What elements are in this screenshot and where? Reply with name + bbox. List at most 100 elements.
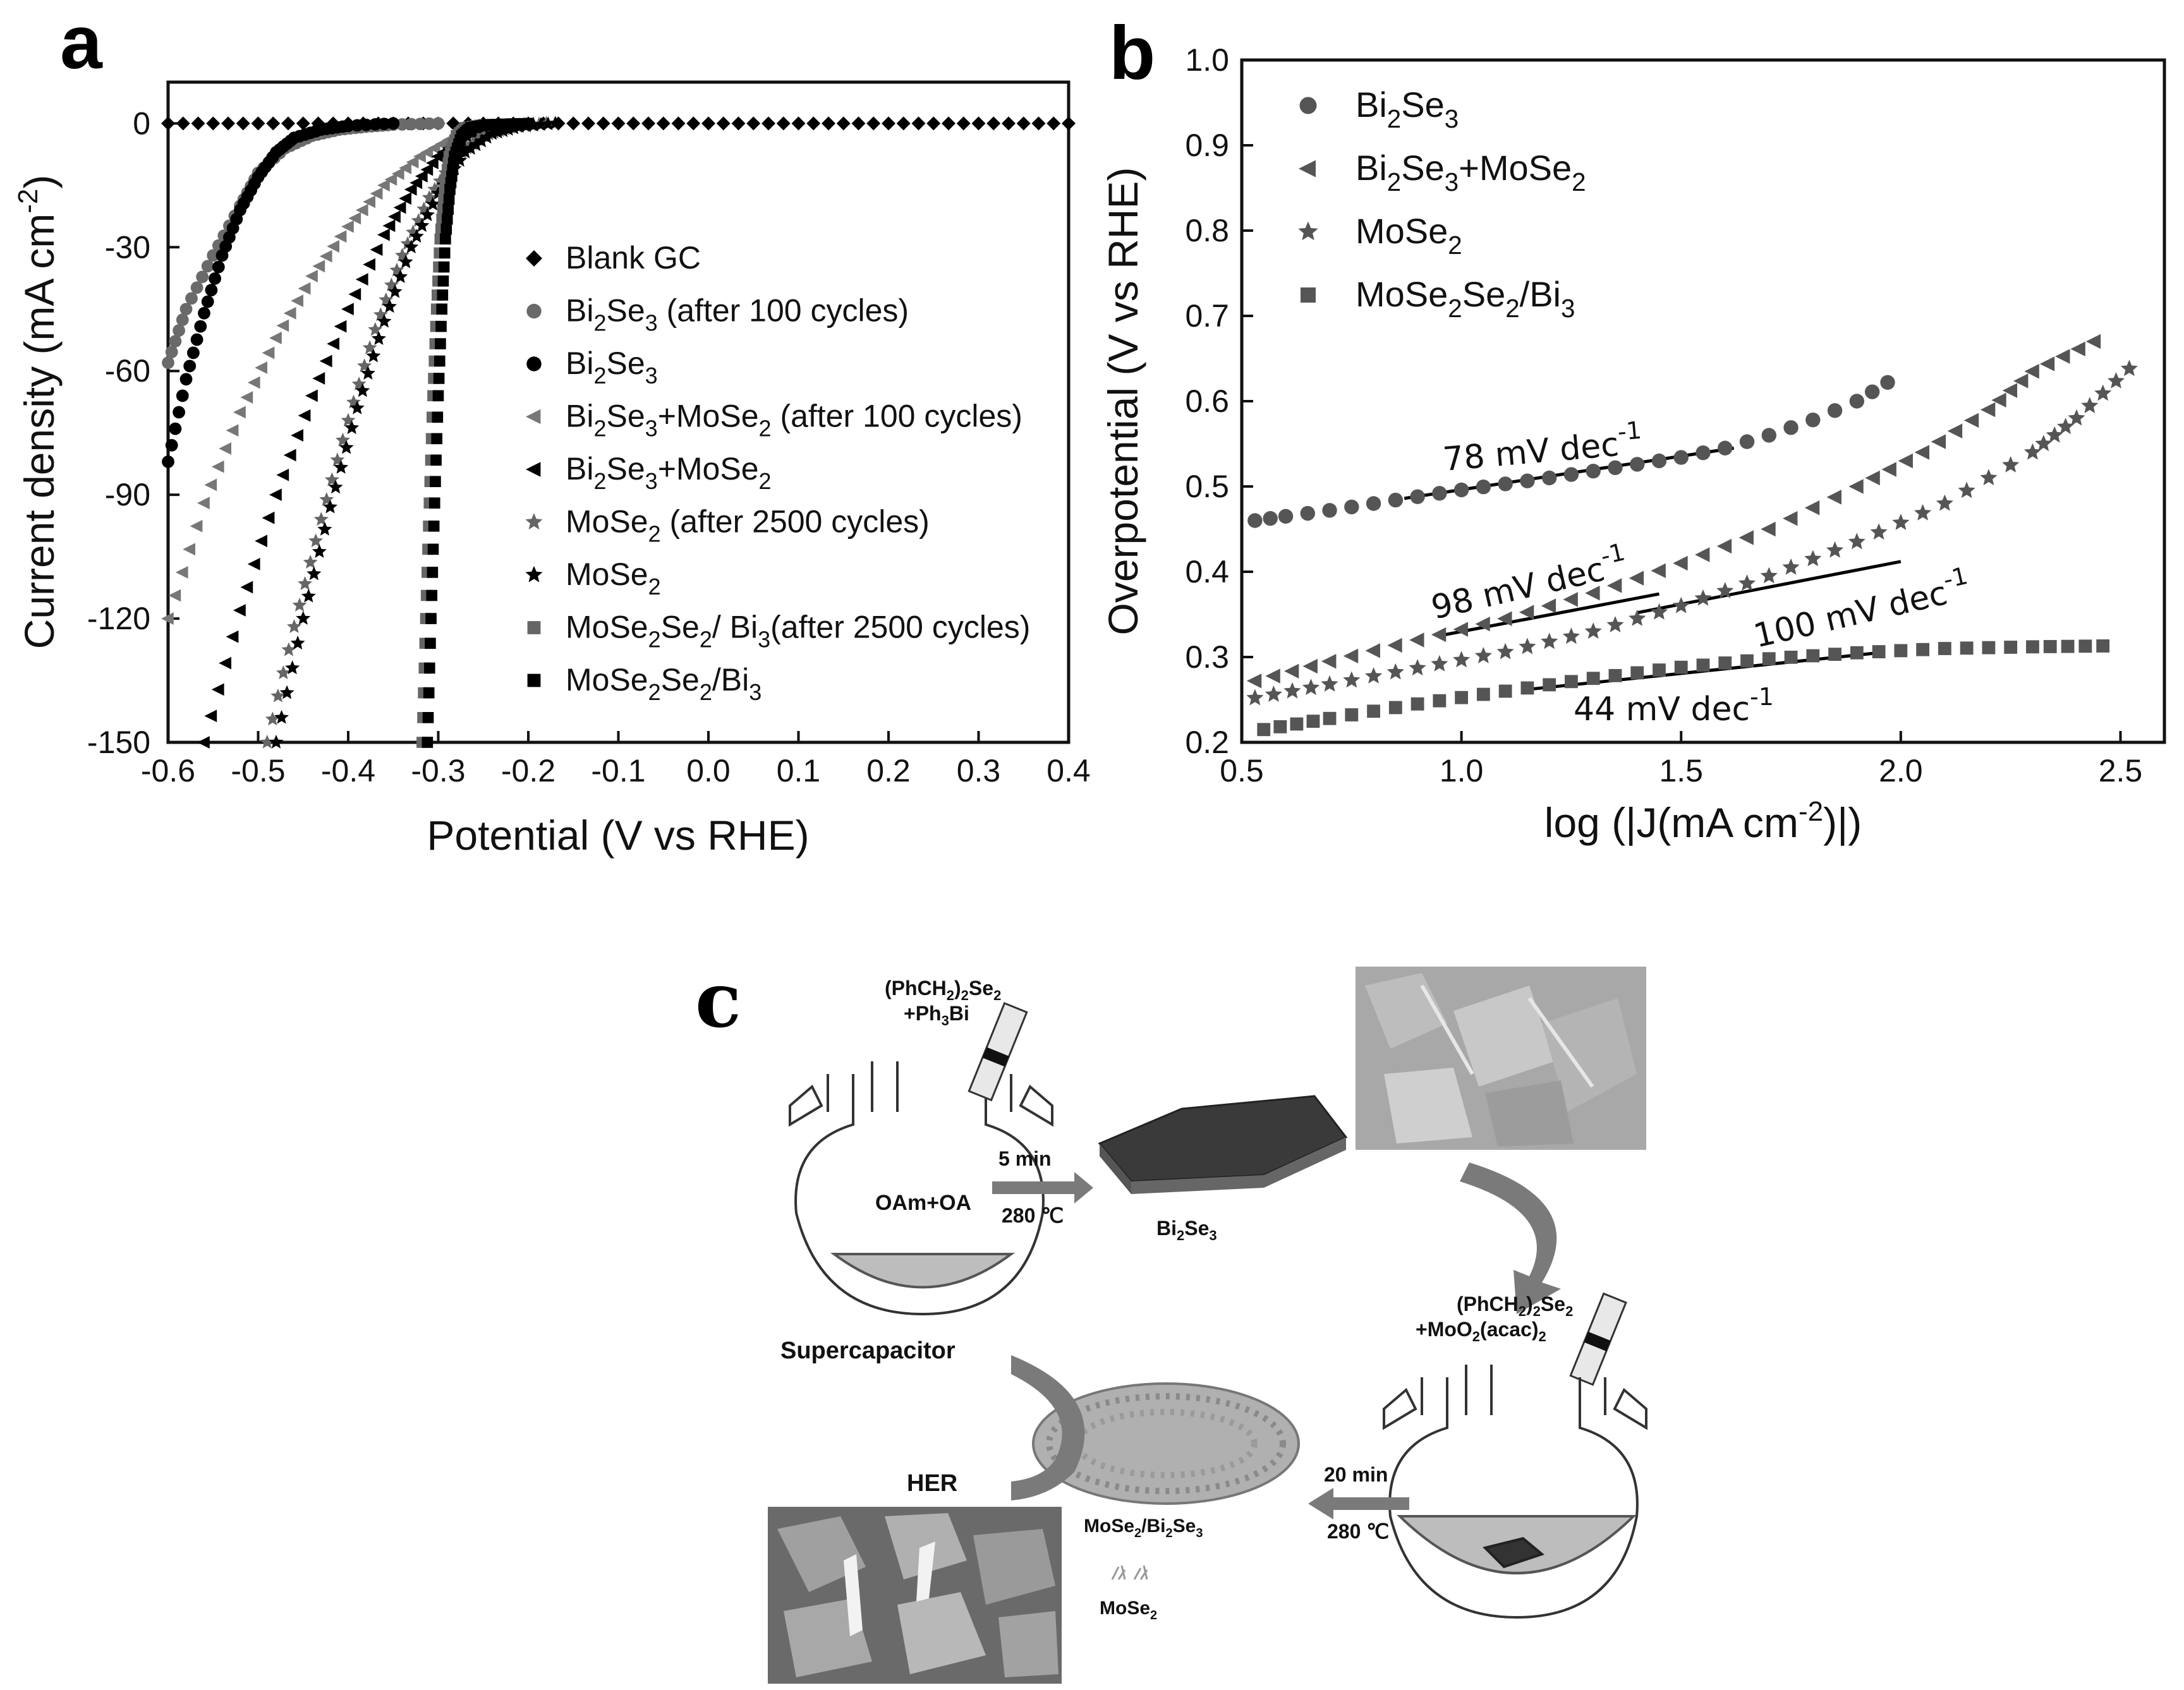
data-point <box>822 116 835 131</box>
data-point <box>1366 496 1381 511</box>
data-point <box>422 712 434 723</box>
data-point <box>404 183 417 196</box>
reagent-1-c: Se <box>969 977 993 999</box>
data-point <box>1016 116 1031 131</box>
legend-label-tail: /Bi <box>712 662 749 697</box>
data-point <box>247 557 260 570</box>
legend-label-sub3: 3 <box>1561 294 1575 323</box>
data-point <box>205 284 218 297</box>
data-point <box>423 117 436 130</box>
data-point <box>1263 510 1278 526</box>
y-tick-label: 0.6 <box>1185 383 1229 419</box>
data-point <box>1651 453 1667 469</box>
data-point <box>1963 413 1979 428</box>
legend-label-base: MoSe <box>1356 211 1448 251</box>
series-circle <box>1247 375 1895 528</box>
data-point <box>339 440 354 454</box>
data-point <box>1475 616 1490 632</box>
data-point <box>836 116 851 131</box>
data-point <box>1388 492 1404 508</box>
product-1-b: Se <box>1184 1217 1209 1240</box>
panel-a-series <box>161 116 1076 749</box>
data-point <box>388 210 401 223</box>
data-point <box>1453 482 1469 498</box>
data-point <box>260 734 275 749</box>
data-point <box>382 299 397 313</box>
legend-label-mid: Se <box>607 346 645 381</box>
series-star <box>260 116 554 749</box>
data-point <box>1265 685 1282 702</box>
data-point <box>626 116 641 131</box>
y-tick-label: 0.3 <box>1185 639 1229 675</box>
data-point <box>176 313 189 327</box>
data-point <box>233 604 246 617</box>
data-point <box>312 372 325 385</box>
data-point <box>169 422 182 435</box>
y-tick-label: -120 <box>87 601 150 636</box>
data-point <box>1980 469 1998 486</box>
legend-label-tail: (after 100 cycles) <box>658 293 909 329</box>
legend-label-sub1: 2 <box>648 627 661 653</box>
legend-label: MoSe2 <box>1356 211 1462 260</box>
data-point <box>298 409 311 422</box>
data-point <box>269 734 284 749</box>
legend-marker <box>527 621 541 634</box>
data-point <box>2004 641 2018 654</box>
legend-label-tail2: (after 2500 cycles) <box>770 610 1030 645</box>
data-point <box>355 383 370 397</box>
data-point <box>548 116 563 130</box>
data-point <box>641 116 655 131</box>
mose2-flower-icon <box>1111 1565 1148 1580</box>
legend-label-base: MoSe <box>1356 274 1448 314</box>
slope-value: 98 mV dec <box>1428 550 1608 627</box>
data-point <box>1784 650 1798 664</box>
data-point <box>1278 509 1294 524</box>
bi2se3-plate <box>1098 1095 1348 1194</box>
reagent-2-b: ) <box>1526 1293 1533 1315</box>
data-point <box>296 611 311 625</box>
data-point <box>168 589 181 602</box>
y-tick-label: 0.9 <box>1185 128 1229 163</box>
data-point <box>2013 373 2029 389</box>
legend-label: MoSe2Se2/Bi3 <box>1356 274 1575 323</box>
y-tick-label: 0 <box>133 106 150 141</box>
plate-top <box>1098 1095 1348 1183</box>
sem-top-edge <box>1527 997 1594 1088</box>
flask-1-liquid <box>830 1253 1016 1289</box>
data-point <box>377 228 390 241</box>
data-point <box>1630 666 1644 680</box>
data-point <box>432 117 445 130</box>
data-point <box>430 454 442 466</box>
legend-label: Blank GC <box>566 240 701 275</box>
data-point <box>226 630 239 643</box>
data-point <box>211 683 224 696</box>
data-point <box>1265 668 1280 684</box>
reagent-1-a: (PhCH <box>885 977 947 999</box>
data-point <box>406 155 419 169</box>
sem-image-top <box>1356 967 1646 1150</box>
reagent-1-sub1: 2 <box>947 987 954 1003</box>
product-1-a: Bi <box>1156 1217 1177 1240</box>
sem-top-flake <box>1542 998 1637 1112</box>
x-tick-label: -0.5 <box>231 753 285 788</box>
x-tick-label: -0.4 <box>321 753 375 788</box>
data-point <box>363 258 375 271</box>
legend-label-base: MoSe <box>566 610 648 645</box>
data-point <box>1938 642 1951 655</box>
data-point <box>334 230 347 243</box>
data-point <box>366 348 381 363</box>
data-point <box>283 306 296 320</box>
x-tick-label: 0.3 <box>957 753 1001 788</box>
series-star <box>269 116 563 749</box>
data-point <box>1761 428 1776 443</box>
data-point <box>1696 658 1710 672</box>
app-her: HER <box>907 1470 957 1497</box>
data-point <box>404 118 418 131</box>
legend-label: Bi2Se3 <box>566 346 658 389</box>
data-point <box>276 665 291 680</box>
data-point <box>404 239 419 253</box>
data-point <box>1496 643 1514 660</box>
data-point <box>1474 647 1492 663</box>
